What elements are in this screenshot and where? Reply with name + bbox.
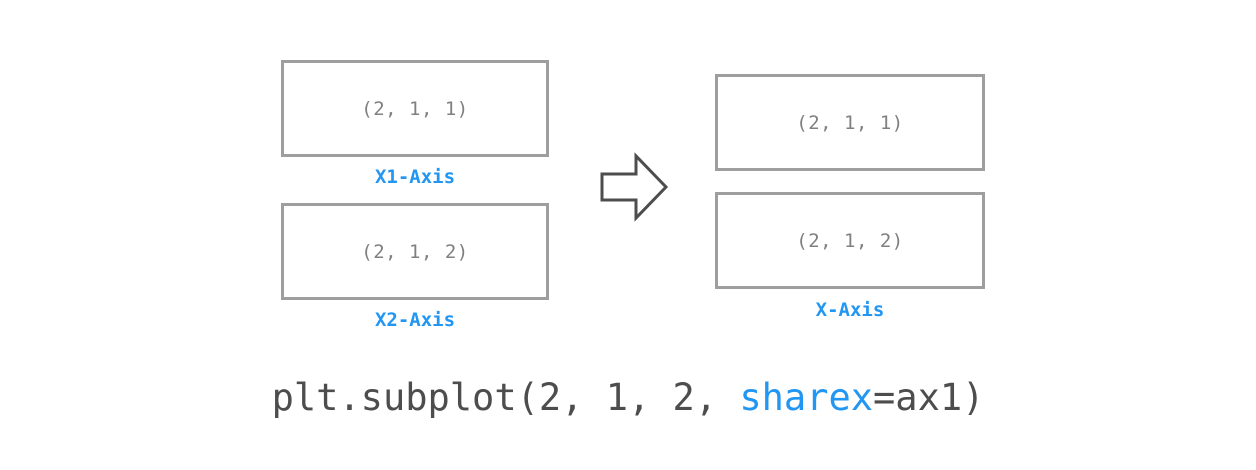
code-caption-keyword: sharex xyxy=(739,376,874,419)
axis-caption-x1: X1-Axis xyxy=(374,166,456,188)
axis-caption-shared-x: X-Axis xyxy=(815,299,885,321)
subplot-box-before-1: (2, 1, 1) xyxy=(281,60,549,157)
subplot-box-after-2: (2, 1, 2) xyxy=(715,192,985,289)
right-block-arrow-glyph xyxy=(600,152,669,222)
subplot-box-after-1: (2, 1, 1) xyxy=(715,74,985,171)
code-caption: plt.subplot(2, 1, 2, sharex=ax1) xyxy=(0,376,1256,419)
subplot-box-label: (2, 1, 1) xyxy=(796,111,904,134)
subplot-box-label: (2, 1, 2) xyxy=(796,229,904,252)
subplot-box-before-2: (2, 1, 2) xyxy=(281,203,549,300)
subplot-box-label: (2, 1, 1) xyxy=(361,97,469,120)
code-caption-suffix: =ax1) xyxy=(873,376,985,419)
subplot-box-label: (2, 1, 2) xyxy=(361,240,469,263)
right-block-arrow-icon xyxy=(598,152,670,222)
axis-caption-x2: X2-Axis xyxy=(374,309,456,331)
code-caption-prefix: plt.subplot(2, 1, 2, xyxy=(271,376,740,419)
